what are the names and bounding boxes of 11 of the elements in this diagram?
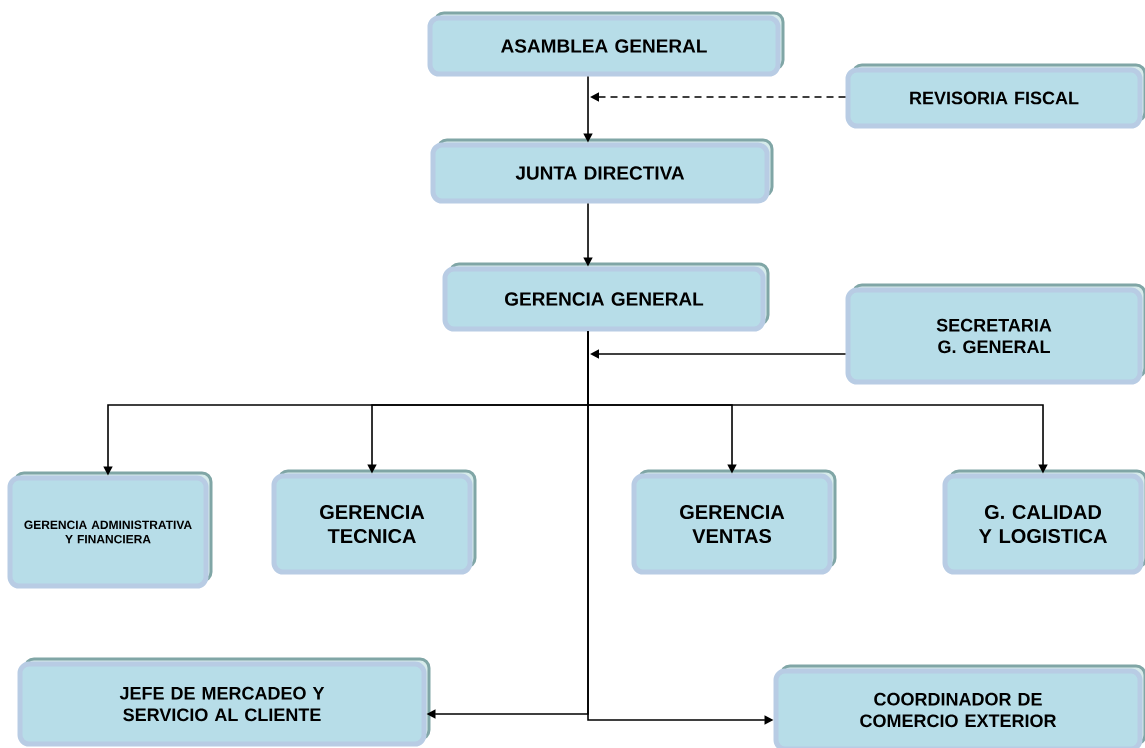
org-box: JEFE DE MERCADEO Y SERVICIO AL CLIENTE	[17, 654, 434, 747]
org-box: REVISORIA FISCAL	[845, 60, 1145, 129]
org-box: GERENCIA VENTAS	[631, 466, 840, 575]
org-box: G. CALIDAD Y LOGISTICA	[942, 466, 1145, 575]
org-box: ASAMBLEA GENERAL	[427, 8, 788, 77]
org-box: GERENCIA TECNICA	[271, 466, 480, 575]
org-box: SECRETARIA G. GENERAL	[845, 280, 1145, 385]
org-box: GERENCIA GENERAL	[442, 259, 773, 332]
org-box: GERENCIA ADMINISTRATIVA Y FINANCIERA	[7, 468, 216, 589]
org-box: COORDINADOR DE COMERCIO EXTERIOR	[773, 661, 1145, 748]
org-box: JUNTA DIRECTIVA	[430, 135, 777, 204]
